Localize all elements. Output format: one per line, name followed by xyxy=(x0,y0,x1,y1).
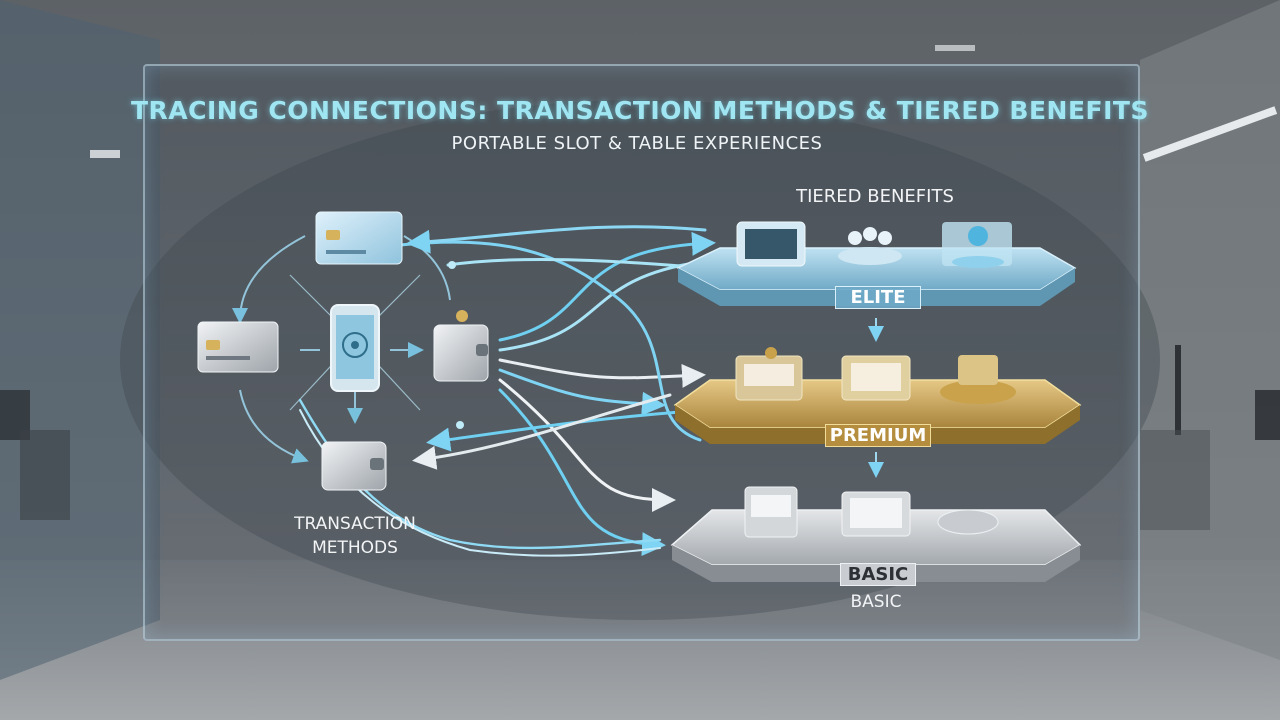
card-table-icon xyxy=(841,355,911,401)
transaction-label-line1: TRANSACTION xyxy=(294,514,416,534)
page-title: TRACING CONNECTIONS: TRANSACTION METHODS… xyxy=(130,96,1149,125)
smartphone-icon xyxy=(330,304,380,392)
left-cycle-arrows xyxy=(232,235,451,464)
slot-machine-basic-icon xyxy=(744,486,798,538)
bank-card-icon xyxy=(197,321,279,373)
card-table-basic-icon xyxy=(841,491,911,537)
basic-caption: BASIC xyxy=(850,592,902,612)
transaction-methods-label: TRANSACTION METHODS xyxy=(255,512,455,560)
roulette-basic-icon xyxy=(937,509,999,535)
hologram-icon xyxy=(942,222,1012,268)
tier-label-basic: BASIC xyxy=(840,563,916,586)
digital-wallet-icon xyxy=(433,310,489,382)
transaction-label-line2: METHODS xyxy=(312,538,398,558)
players-table-icon xyxy=(838,227,902,265)
tier-label-premium: PREMIUM xyxy=(825,424,931,447)
wallet-icon xyxy=(321,441,387,491)
credit-card-icon xyxy=(315,211,403,265)
tablet-game-icon xyxy=(736,221,806,267)
page-subtitle: PORTABLE SLOT & TABLE EXPERIENCES xyxy=(451,133,823,154)
slot-machine-icon xyxy=(735,347,803,401)
roulette-icon xyxy=(940,355,1016,404)
tier-label-elite: ELITE xyxy=(835,286,921,309)
tiered-benefits-label: TIERED BENEFITS xyxy=(796,186,954,207)
